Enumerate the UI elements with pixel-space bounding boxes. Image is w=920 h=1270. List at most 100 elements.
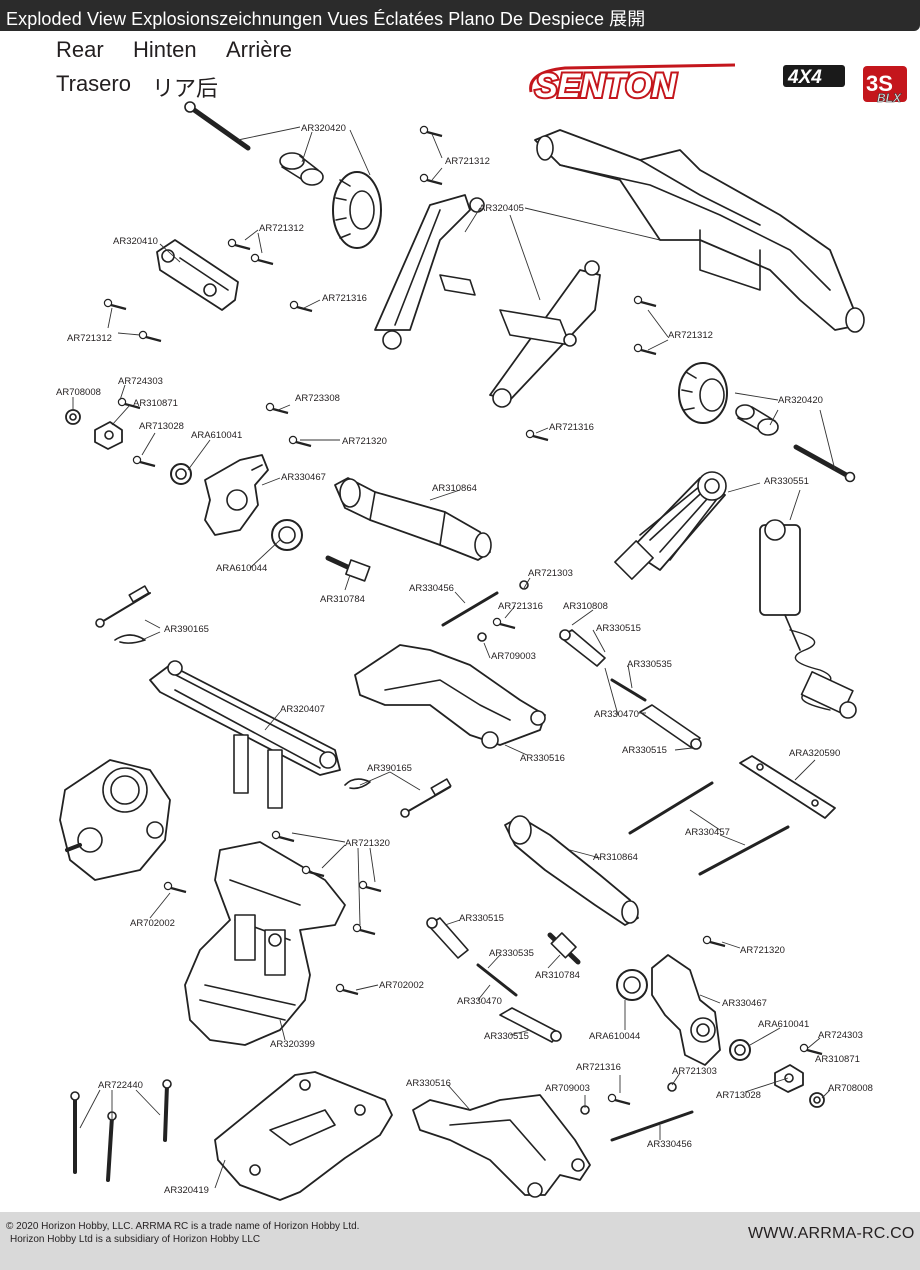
suspension-arm-upper-left bbox=[374, 194, 485, 350]
part-label: AR320407 bbox=[280, 704, 325, 715]
logo-swoosh bbox=[529, 63, 736, 93]
stub-axle-lower bbox=[547, 932, 581, 965]
part-label: AR721303 bbox=[528, 568, 573, 579]
suspension-arm-upper-right bbox=[489, 260, 601, 408]
part-label: AR330456 bbox=[647, 1139, 692, 1150]
part-label: AR722440 bbox=[98, 1080, 143, 1091]
part-label: AR724303 bbox=[118, 376, 163, 387]
part-number-labels: AR320420 AR721312 AR320405 AR721312 AR32… bbox=[56, 123, 873, 1196]
part-label: AR320405 bbox=[479, 203, 524, 214]
hex-nut-lower bbox=[774, 1064, 825, 1108]
sway-bar-mount bbox=[149, 660, 341, 809]
bushing-mid bbox=[735, 404, 779, 436]
leader-lines bbox=[72, 126, 836, 1189]
turnbuckle-lower-a bbox=[426, 917, 469, 959]
part-label: AR390165 bbox=[367, 763, 412, 774]
part-label: AR713028 bbox=[716, 1090, 761, 1101]
bearing-upper-large bbox=[271, 519, 303, 551]
gearbox-housing bbox=[184, 841, 346, 1046]
hub-carrier-upper bbox=[204, 454, 269, 536]
hinge-pin-mid bbox=[793, 444, 856, 483]
turnbuckle-lower-b bbox=[476, 963, 518, 997]
wheel-tire-top bbox=[332, 171, 382, 249]
part-label: AR330551 bbox=[764, 476, 809, 487]
footer-copyright: © 2020 Horizon Hobby, LLC. ARRMA RC is a… bbox=[6, 1221, 360, 1232]
pivot-pin-c bbox=[162, 1079, 172, 1142]
sway-bar-link-mid bbox=[344, 778, 452, 818]
part-label: AR721316 bbox=[549, 422, 594, 433]
part-label: ARA610041 bbox=[191, 430, 242, 441]
hinge-pin-top-left bbox=[184, 101, 251, 151]
turnbuckle-upper-b bbox=[610, 678, 647, 702]
part-label: AR330516 bbox=[520, 753, 565, 764]
part-label: AR721320 bbox=[740, 945, 785, 956]
part-label: AR721312 bbox=[668, 330, 713, 341]
part-label: AR708008 bbox=[56, 387, 101, 398]
part-label: AR702002 bbox=[379, 980, 424, 991]
part-label: AR708008 bbox=[828, 1083, 873, 1094]
shock-absorber-lower bbox=[759, 519, 857, 719]
part-label: ARA320590 bbox=[789, 748, 840, 759]
part-label: AR721303 bbox=[672, 1066, 717, 1077]
brace-plate bbox=[739, 755, 836, 819]
part-label: AR320410 bbox=[113, 236, 158, 247]
part-label: AR310871 bbox=[815, 1054, 860, 1065]
wing-mount-bumper bbox=[534, 129, 865, 333]
pivot-pin-b bbox=[106, 1111, 117, 1182]
part-label: AR330456 bbox=[409, 583, 454, 594]
part-label: AR721316 bbox=[576, 1062, 621, 1073]
logo-4x4-badge-bg bbox=[783, 65, 845, 87]
part-label: AR330515 bbox=[622, 745, 667, 756]
part-label: AR310871 bbox=[133, 398, 178, 409]
bearing-lower-large bbox=[616, 969, 648, 1001]
part-label: AR330535 bbox=[489, 948, 534, 959]
part-label: AR330467 bbox=[281, 472, 326, 483]
pivot-pin-a bbox=[70, 1091, 80, 1174]
bushing-top bbox=[279, 152, 324, 186]
part-label: AR310784 bbox=[320, 594, 365, 605]
part-label: AR702002 bbox=[130, 918, 175, 929]
part-label: AR721312 bbox=[67, 333, 112, 344]
part-label: AR723308 bbox=[295, 393, 340, 404]
page-title: Exploded View Explosionszeichnungen Vues… bbox=[6, 9, 646, 29]
small-washers bbox=[477, 580, 677, 1115]
lower-arm-lower bbox=[412, 1094, 591, 1198]
hinge-pin-lower bbox=[610, 1110, 694, 1142]
part-label: AR330515 bbox=[459, 913, 504, 924]
subtitle-rear-jp-cn: リア后 bbox=[152, 76, 219, 101]
part-label: AR330516 bbox=[406, 1078, 451, 1089]
part-label: AR330535 bbox=[627, 659, 672, 670]
footer-subsidiary: Horizon Hobby Ltd is a subsidiary of Hor… bbox=[10, 1234, 261, 1245]
logo-blx-badge: BLX bbox=[877, 91, 902, 105]
part-label: AR320419 bbox=[164, 1185, 209, 1196]
skid-plate bbox=[214, 1071, 393, 1201]
part-label: AR310864 bbox=[593, 852, 638, 863]
stub-axle-upper bbox=[325, 555, 371, 582]
turnbuckle-upper-c bbox=[639, 704, 702, 750]
part-label: AR721320 bbox=[342, 436, 387, 447]
subtitle-rear-en: Rear bbox=[56, 37, 104, 62]
subtitle-rear-fr: Arrière bbox=[226, 37, 293, 62]
logo-4x4-badge: 4X4 bbox=[787, 67, 822, 88]
hinge-pin-mid-short bbox=[441, 591, 499, 627]
part-label: AR320420 bbox=[301, 123, 346, 134]
part-label: AR709003 bbox=[545, 1083, 590, 1094]
part-label: AR330470 bbox=[594, 709, 639, 720]
shock-absorber-upper bbox=[614, 471, 727, 580]
link-bracket bbox=[156, 239, 239, 311]
part-label: AR721316 bbox=[498, 601, 543, 612]
part-label: ARA610041 bbox=[758, 1019, 809, 1030]
logo-wordmark: SENTON bbox=[535, 67, 678, 105]
part-label: ARA610044 bbox=[216, 563, 267, 574]
part-label: AR330467 bbox=[722, 998, 767, 1009]
exploded-view-diagram: AR320420 AR721312 AR320405 AR721312 AR32… bbox=[56, 101, 873, 1201]
logo-3s-badge-bg bbox=[863, 66, 907, 102]
senton-logo: SENTON 4X4 3S BLX bbox=[529, 63, 907, 107]
part-label: AR721312 bbox=[445, 156, 490, 167]
bearing-lower-small bbox=[729, 1039, 751, 1061]
part-label: AR390165 bbox=[164, 624, 209, 635]
part-label: AR713028 bbox=[139, 421, 184, 432]
part-label: AR721320 bbox=[345, 838, 390, 849]
part-label: AR310808 bbox=[563, 601, 608, 612]
long-pin-mid-upper bbox=[628, 781, 714, 835]
